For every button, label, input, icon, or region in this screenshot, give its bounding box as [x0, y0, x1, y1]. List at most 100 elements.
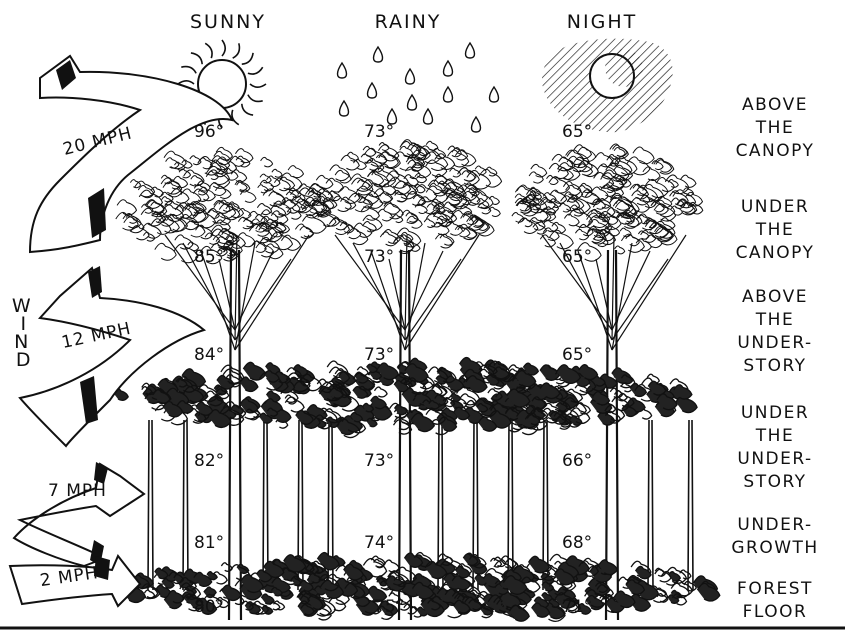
wind-label-letter: D — [16, 349, 32, 371]
leaf-scribble — [261, 157, 273, 166]
raindrops-icon — [338, 43, 499, 132]
leaf-scribble — [424, 219, 435, 228]
leaf-scribble — [240, 190, 256, 202]
sun-ray — [181, 67, 196, 74]
leaf-scribble — [375, 387, 388, 397]
layer-label-line: THE — [755, 310, 794, 330]
sun-ray — [222, 40, 225, 56]
temp-rainy-above-understory: 73° — [364, 345, 394, 365]
raindrop — [368, 83, 377, 98]
canopy-foliage-night — [512, 144, 703, 261]
leaf-scribble — [406, 213, 418, 222]
leaf-scribble — [575, 229, 588, 239]
raindrop — [338, 63, 347, 78]
leaf-scribble — [362, 180, 384, 197]
leaf-scribble — [363, 146, 376, 156]
raindrop — [374, 47, 383, 62]
understory-foliage — [114, 358, 698, 438]
branch — [235, 235, 237, 340]
raindrop — [490, 87, 499, 102]
temp-rainy-under-canopy: 73° — [364, 247, 394, 267]
leaf-scribble — [235, 149, 253, 163]
leaf-scribble — [411, 413, 434, 431]
layer-label-line: THE — [755, 426, 794, 446]
leaf-scribble — [613, 145, 628, 156]
leaf-scribble — [378, 209, 393, 221]
wind-speed-7mph: 7 MPH — [48, 481, 107, 501]
temp-rainy-under-understory: 73° — [364, 451, 394, 471]
temp-sunny-undergrowth: 81° — [194, 533, 224, 553]
leaf-scribble — [633, 147, 654, 164]
leaf-scribble — [209, 183, 225, 196]
temp-night-above-canopy: 65° — [562, 122, 592, 142]
leaf-scribble — [341, 155, 359, 170]
raindrop — [424, 109, 433, 124]
leaf-scribble — [367, 418, 377, 426]
column-title-rainy: RAINY — [375, 11, 442, 33]
trunk — [688, 420, 693, 590]
leaf-scribble — [429, 183, 442, 193]
leaf-scribble — [269, 192, 285, 205]
leaf-scribble — [415, 185, 437, 202]
layer-label-line: FOREST — [737, 579, 813, 599]
layer-label-line: UNDER — [741, 197, 809, 217]
sun-ray — [191, 53, 202, 64]
leaf-scribble — [395, 405, 407, 415]
leaf-scribble — [281, 235, 300, 250]
column-title-night: NIGHT — [567, 11, 637, 33]
layer-label-line: UNDER- — [737, 333, 812, 353]
branch — [612, 235, 614, 340]
branch — [405, 235, 407, 340]
leaf-scribble — [171, 189, 189, 203]
raindrop — [466, 43, 475, 58]
leaf-scribble — [215, 186, 231, 198]
leaf-scribble — [332, 196, 351, 211]
layer-label-line: ABOVE — [742, 95, 808, 115]
temp-sunny-forest-floor: 80° — [194, 597, 224, 617]
leaf-scribble — [509, 605, 529, 621]
layer-label-line: THE — [755, 220, 794, 240]
leaf-scribble — [347, 228, 367, 244]
temp-sunny-above-understory: 84° — [194, 345, 224, 365]
leaf-scribble — [279, 177, 295, 189]
leaf-scribble — [479, 169, 501, 187]
leaf-scribble — [569, 209, 593, 228]
temp-sunny-under-understory: 82° — [194, 451, 224, 471]
temp-sunny-under-canopy: 85° — [194, 247, 224, 267]
leaf-scribble — [440, 234, 454, 245]
leaf-scribble — [529, 556, 550, 573]
trunk — [648, 420, 653, 590]
leaf-scribble — [680, 570, 691, 579]
leaf-scribble — [257, 204, 271, 215]
wind-arrow-7mph — [14, 462, 144, 566]
trunk — [148, 420, 153, 590]
trunk — [183, 420, 188, 590]
leaf-scribble — [552, 154, 573, 170]
leaf-scribble — [435, 234, 452, 248]
sun-ray — [178, 81, 194, 84]
layer-label-line: STORY — [743, 472, 806, 492]
column-title-sunny: SUNNY — [190, 11, 266, 33]
leaf-scribble — [258, 185, 268, 193]
trunk — [508, 420, 513, 590]
branch — [612, 251, 650, 330]
layer-label-line: STORY — [743, 356, 806, 376]
raindrop — [472, 117, 481, 132]
temp-night-forest-floor: 71° — [562, 597, 592, 617]
leaf-scribble — [668, 179, 678, 187]
leaf-scribble — [560, 203, 571, 212]
temp-rainy-above-canopy: 73° — [364, 122, 394, 142]
leaf-scribble — [426, 141, 438, 150]
branch — [235, 251, 273, 330]
temp-rainy-undergrowth: 74° — [364, 533, 394, 553]
leaf-scribble — [363, 215, 382, 230]
leaf-scribble — [316, 175, 333, 188]
branch — [405, 251, 443, 330]
leaf-scribble — [126, 214, 137, 223]
layer-label-line: UNDER- — [737, 515, 812, 535]
leaf-scribble — [486, 167, 497, 176]
leaf-scribble — [116, 212, 138, 230]
moon-icon — [542, 39, 673, 133]
layer-label-line: THE — [755, 118, 794, 138]
